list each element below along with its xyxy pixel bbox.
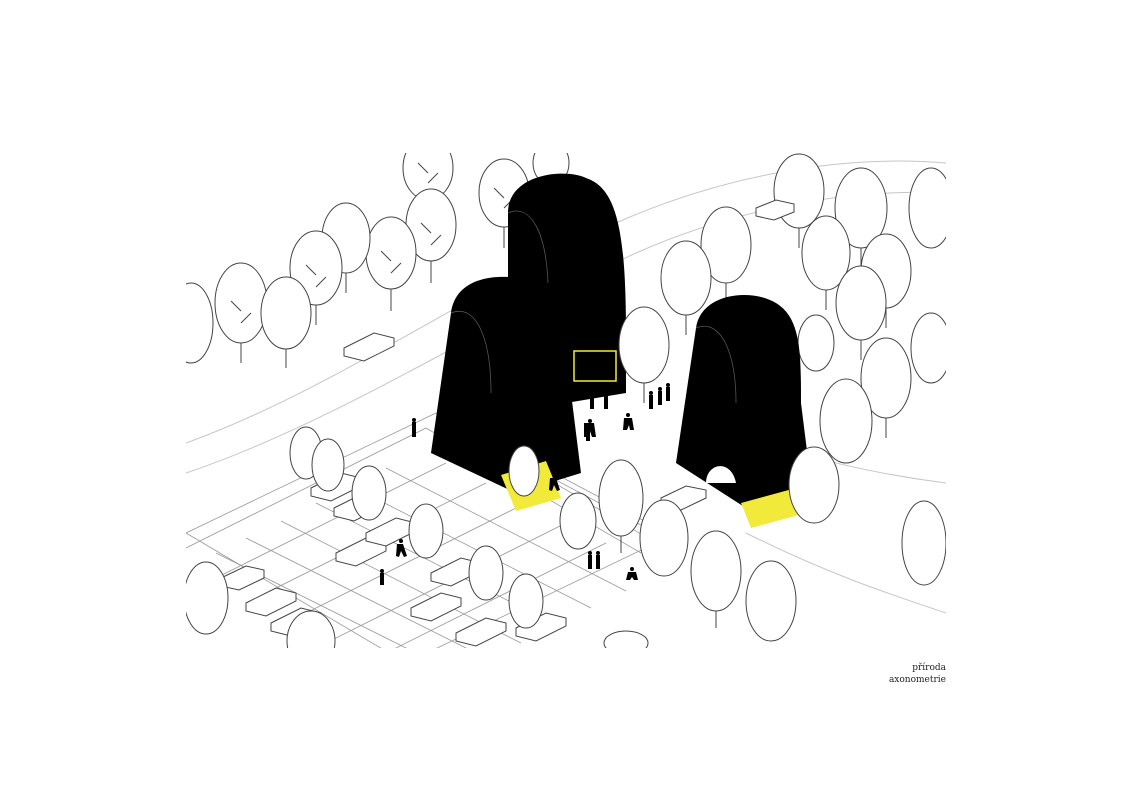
car-icon [515, 612, 567, 642]
person-icon [396, 539, 407, 557]
tree-icon [910, 312, 946, 384]
tree-icon [214, 262, 268, 363]
car-icon [365, 517, 417, 547]
car-icon [220, 565, 265, 591]
tree-icon [260, 276, 312, 368]
tree-icon [834, 167, 888, 268]
person-icon [666, 383, 670, 401]
person-icon [626, 567, 638, 580]
tree-icon [639, 499, 689, 577]
tree-icon [745, 560, 797, 642]
tree-icon [508, 445, 540, 497]
person-icon [604, 391, 608, 409]
trees-front [186, 306, 946, 648]
tree-icon [700, 206, 752, 303]
tree-icon [603, 630, 649, 648]
tree-icon [186, 282, 214, 364]
tree-icon [690, 530, 742, 628]
car-icon [410, 592, 462, 622]
tree-icon [598, 459, 644, 553]
person-icon [596, 551, 600, 569]
person-icon [584, 419, 596, 437]
tree-icon [801, 215, 851, 310]
car-icon [455, 617, 507, 647]
tree-icon [186, 561, 229, 635]
tree-icon [901, 500, 946, 586]
tree-icon [351, 465, 387, 521]
tree-icon [559, 492, 597, 550]
tree-icon [908, 167, 946, 249]
tree-icon [835, 265, 887, 360]
car-icon [245, 587, 297, 617]
tree-icon [819, 378, 873, 464]
person-icon [649, 391, 653, 409]
tree-icon [788, 446, 840, 524]
person-icon [380, 569, 384, 585]
tree-icon [660, 240, 712, 335]
tree-icon [408, 503, 444, 559]
building-left [431, 276, 581, 511]
people [380, 383, 670, 585]
tree-icon [311, 438, 345, 492]
axonometric-drawing [186, 153, 946, 648]
tree-icon [365, 216, 417, 311]
trees-back [186, 153, 946, 438]
person-icon [412, 418, 416, 437]
tree-icon [286, 610, 336, 648]
tree-icon [508, 573, 544, 629]
car-icon [343, 332, 395, 362]
car-icon [755, 199, 795, 221]
person-icon [590, 391, 594, 409]
person-icon [588, 551, 592, 569]
tree-icon [860, 337, 912, 438]
caption: příroda axonometrie [889, 662, 946, 686]
person-icon [623, 413, 634, 430]
tree-icon [797, 314, 835, 372]
person-icon [549, 473, 560, 491]
caption-line-1: příroda [912, 663, 946, 673]
caption-line-2: axonometrie [888, 675, 946, 685]
tree-icon [468, 545, 504, 601]
tree-icon [618, 306, 670, 403]
person-icon [658, 387, 662, 405]
building-right [676, 295, 811, 528]
